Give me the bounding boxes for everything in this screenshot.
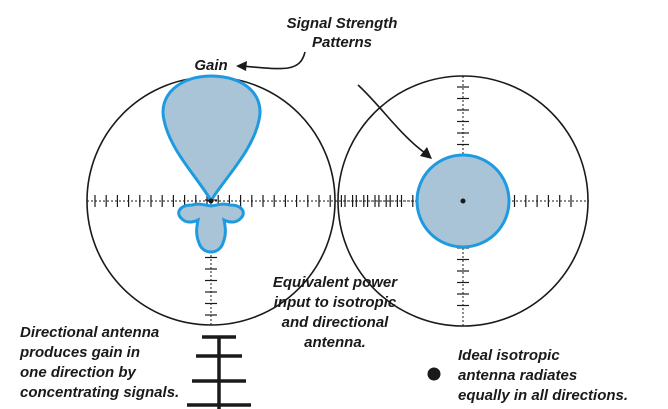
signal-strength-label: Signal Strength Patterns <box>286 15 398 51</box>
dot-antenna-icon <box>427 367 441 381</box>
equivalent-power-label: Equivalent power input to isotropic and … <box>272 274 398 351</box>
gain-arrowhead <box>236 61 247 71</box>
directional-caption: Directional antenna produces gain in one… <box>20 324 180 401</box>
main-lobe <box>161 74 262 201</box>
yagi-antenna-icon <box>187 335 251 409</box>
isotropic-pattern-plot <box>336 75 589 327</box>
directional-pattern-plot <box>86 51 420 326</box>
isotropic-center-dot <box>460 198 466 204</box>
pattern-arrow <box>357 84 426 154</box>
back-lobe <box>177 202 245 254</box>
pattern-arrowhead <box>420 147 432 159</box>
isotropic-caption: Ideal isotropic antenna radiates equally… <box>458 347 629 404</box>
gain-label: Gain <box>194 57 228 74</box>
gain-arrow <box>241 51 306 70</box>
directional-center-dot <box>208 198 214 204</box>
